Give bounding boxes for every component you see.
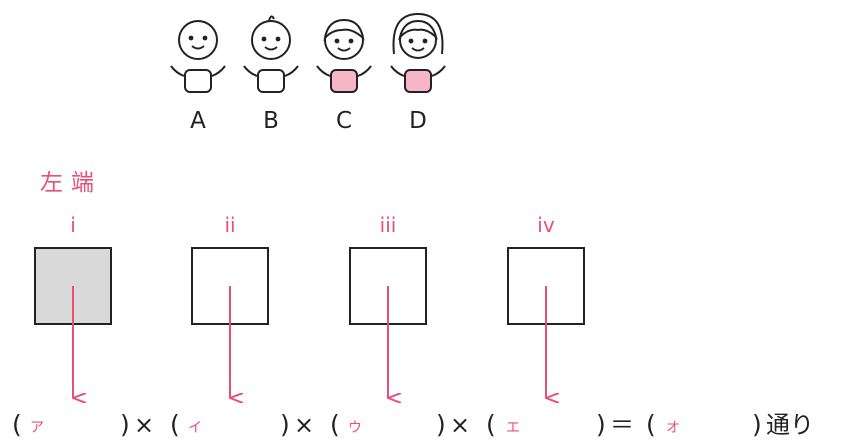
blank-a: ア bbox=[30, 420, 44, 436]
person-a bbox=[170, 20, 226, 93]
arms bbox=[170, 65, 226, 77]
open-paren-b: ( bbox=[170, 410, 180, 439]
person-b bbox=[243, 15, 299, 93]
person-label-a: A bbox=[190, 108, 206, 134]
times-sign-3: × bbox=[450, 411, 470, 439]
blank-d: エ bbox=[506, 420, 520, 436]
position-label-ii: ii bbox=[224, 213, 235, 237]
shirt bbox=[330, 69, 358, 93]
open-paren-d: ( bbox=[486, 410, 496, 439]
close-paren-c: ) bbox=[436, 410, 446, 439]
arms bbox=[243, 65, 299, 77]
close-paren-d: ) bbox=[596, 410, 606, 439]
left-end-label: 左端 bbox=[40, 170, 102, 196]
close-paren-b: ) bbox=[280, 410, 290, 439]
arms bbox=[390, 65, 446, 77]
close-paren-e: ) bbox=[752, 410, 762, 439]
person-label-d: D bbox=[409, 108, 427, 134]
hair-bangs bbox=[323, 18, 365, 42]
arms bbox=[316, 65, 372, 77]
blank-c: ウ bbox=[348, 420, 362, 436]
person-c bbox=[316, 18, 372, 93]
person-label-b: B bbox=[263, 108, 279, 134]
open-paren-e: ( bbox=[646, 410, 656, 439]
position-label-iv: iv bbox=[537, 213, 555, 237]
position-label-i: i bbox=[70, 213, 76, 237]
face bbox=[251, 20, 291, 60]
times-sign-2: × bbox=[294, 411, 314, 439]
hair-bangs bbox=[398, 19, 438, 41]
person-label-c: C bbox=[336, 108, 352, 134]
shirt bbox=[404, 69, 432, 93]
open-paren-c: ( bbox=[330, 410, 340, 439]
suffix-label: 通り bbox=[766, 411, 814, 439]
times-sign-1: × bbox=[134, 411, 154, 439]
blank-b: イ bbox=[188, 420, 202, 436]
person-d bbox=[390, 12, 446, 93]
open-paren-a: ( bbox=[12, 410, 22, 439]
hair-tuft bbox=[268, 15, 275, 22]
equation: ( ア ) × ( イ ) × ( ウ ) × ( エ ) ＝ ( オ ) 通り bbox=[12, 410, 814, 439]
position-label-iii: iii bbox=[380, 213, 397, 237]
shirt bbox=[257, 69, 285, 93]
face bbox=[178, 20, 218, 60]
close-paren-a: ) bbox=[120, 410, 130, 439]
blank-e: オ bbox=[666, 420, 680, 436]
equals-sign: ＝ bbox=[610, 411, 634, 439]
shirt bbox=[184, 69, 212, 93]
